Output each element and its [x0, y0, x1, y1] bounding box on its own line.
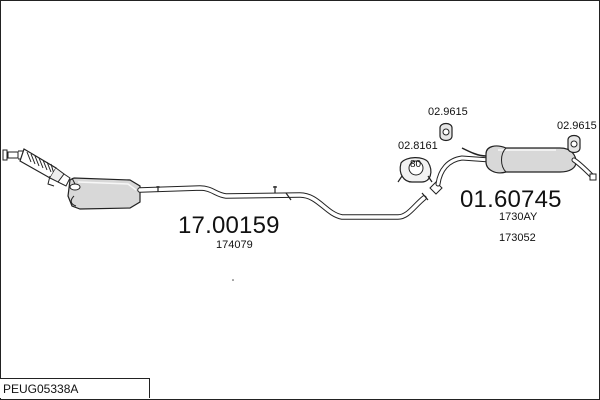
- front-section-part-number: 17.00159: [178, 212, 280, 239]
- reference-code: PEUG05338A: [3, 382, 79, 396]
- clamp-icon-text: 80: [410, 159, 422, 170]
- stray-dot: [232, 279, 234, 281]
- middle-pipe: [137, 185, 429, 220]
- rubber-mount-right-part-number: 02.9615: [557, 120, 597, 132]
- rubber-mount-left-icon: [439, 122, 453, 142]
- front-silencer: [67, 177, 141, 210]
- reference-code-box: PEUG05338A: [0, 378, 150, 398]
- rubber-mount-left-part-number: 02.9615: [428, 106, 468, 118]
- clamp-icon: [397, 157, 433, 183]
- clamp-part-number: 02.8161: [398, 140, 438, 152]
- rear-silencer: [485, 145, 597, 181]
- rear-section-part-number: 01.60745: [460, 186, 562, 213]
- rear-section-sub-number-1: 1730AY: [499, 211, 538, 223]
- rubber-mount-right-icon: [567, 134, 581, 154]
- flex-pipe: [19, 148, 71, 187]
- rear-inlet-pipe: [429, 147, 493, 195]
- front-section-sub-number: 174079: [216, 239, 253, 251]
- rear-section-sub-number-2: 173052: [499, 232, 536, 244]
